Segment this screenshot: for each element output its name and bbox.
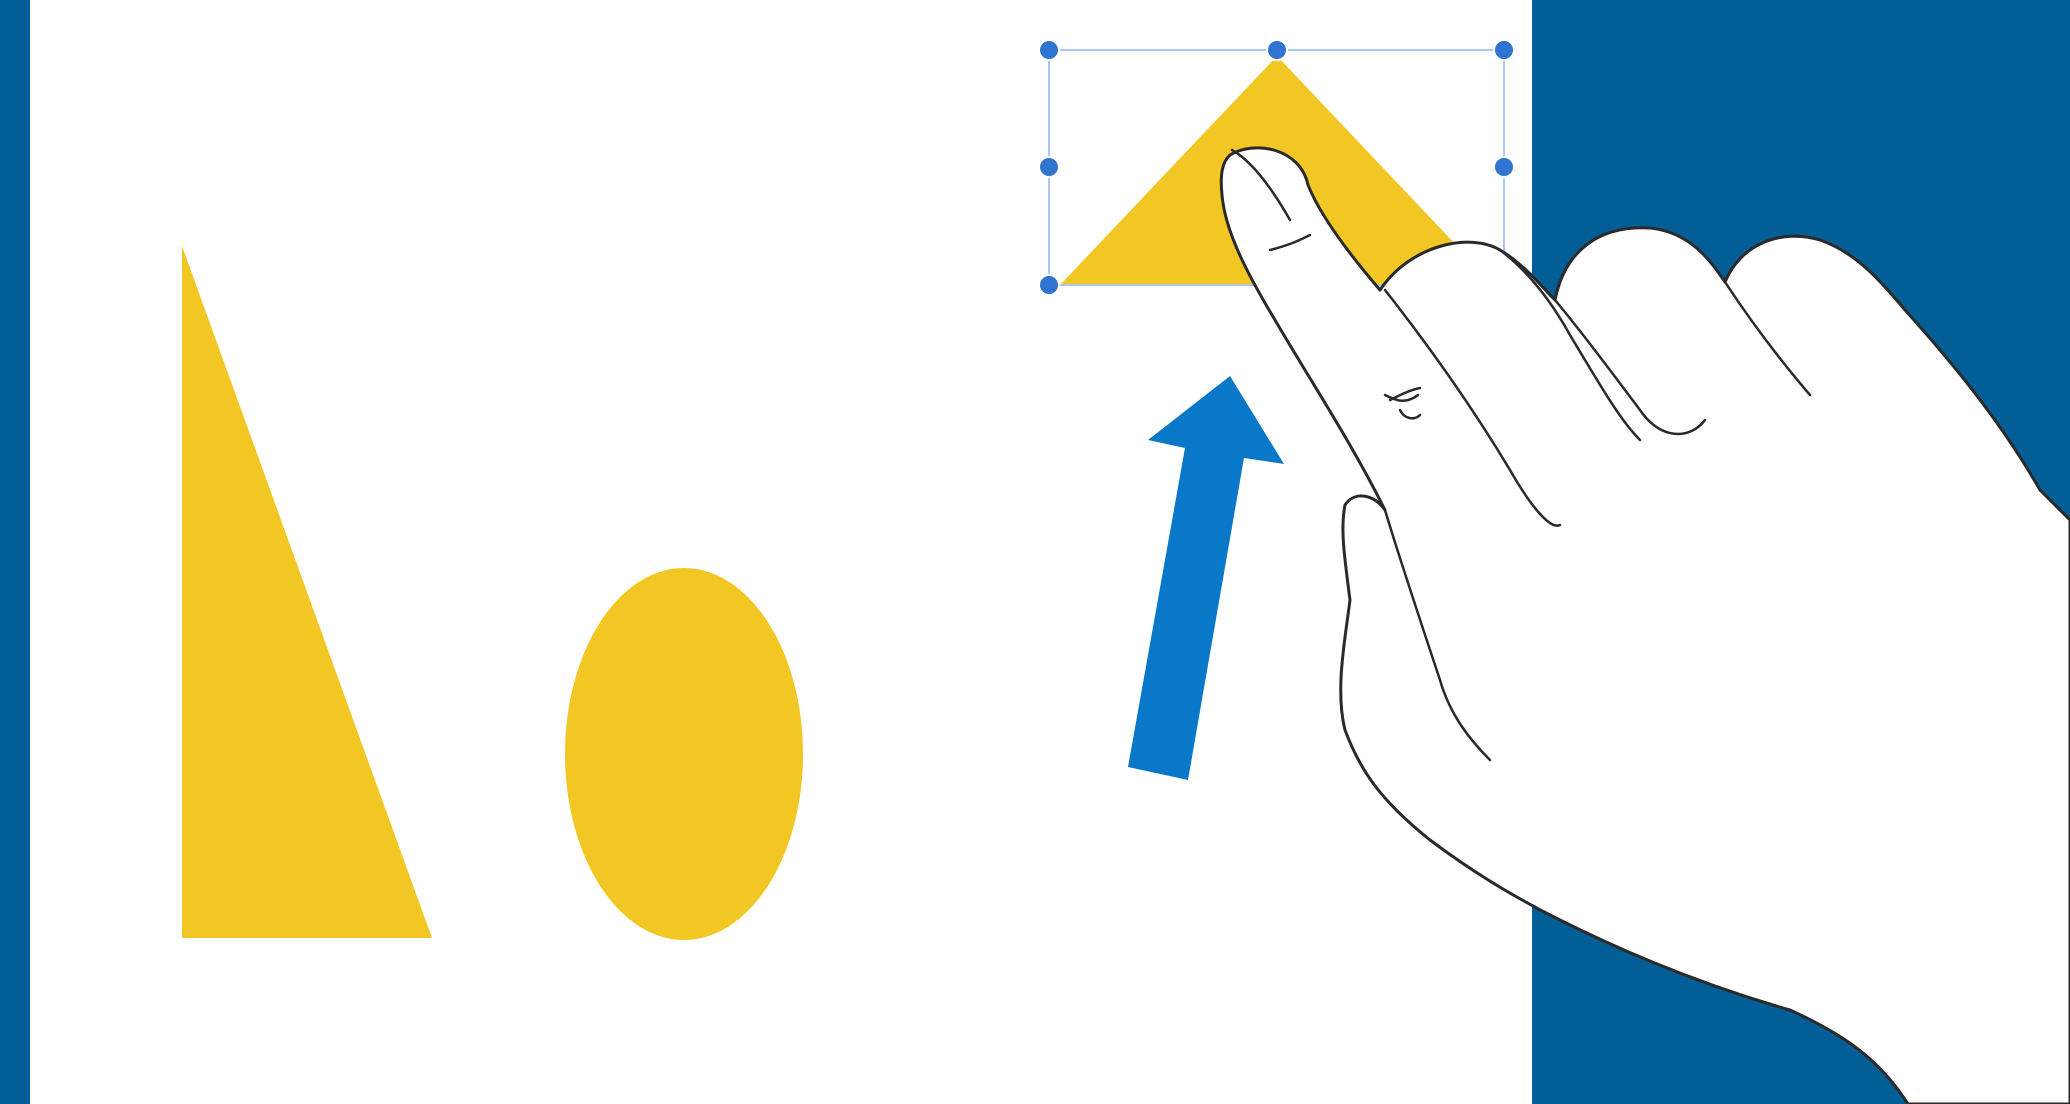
ellipse-shape[interactable] xyxy=(565,568,803,940)
resize-handle-top-left[interactable] xyxy=(1039,40,1059,60)
resize-handle-top-right[interactable] xyxy=(1494,40,1514,60)
resize-handle-left[interactable] xyxy=(1039,157,1059,177)
resize-handle-right[interactable] xyxy=(1494,157,1514,177)
resize-handle-top[interactable] xyxy=(1267,40,1287,60)
resize-handle-bottom-left[interactable] xyxy=(1039,275,1059,295)
